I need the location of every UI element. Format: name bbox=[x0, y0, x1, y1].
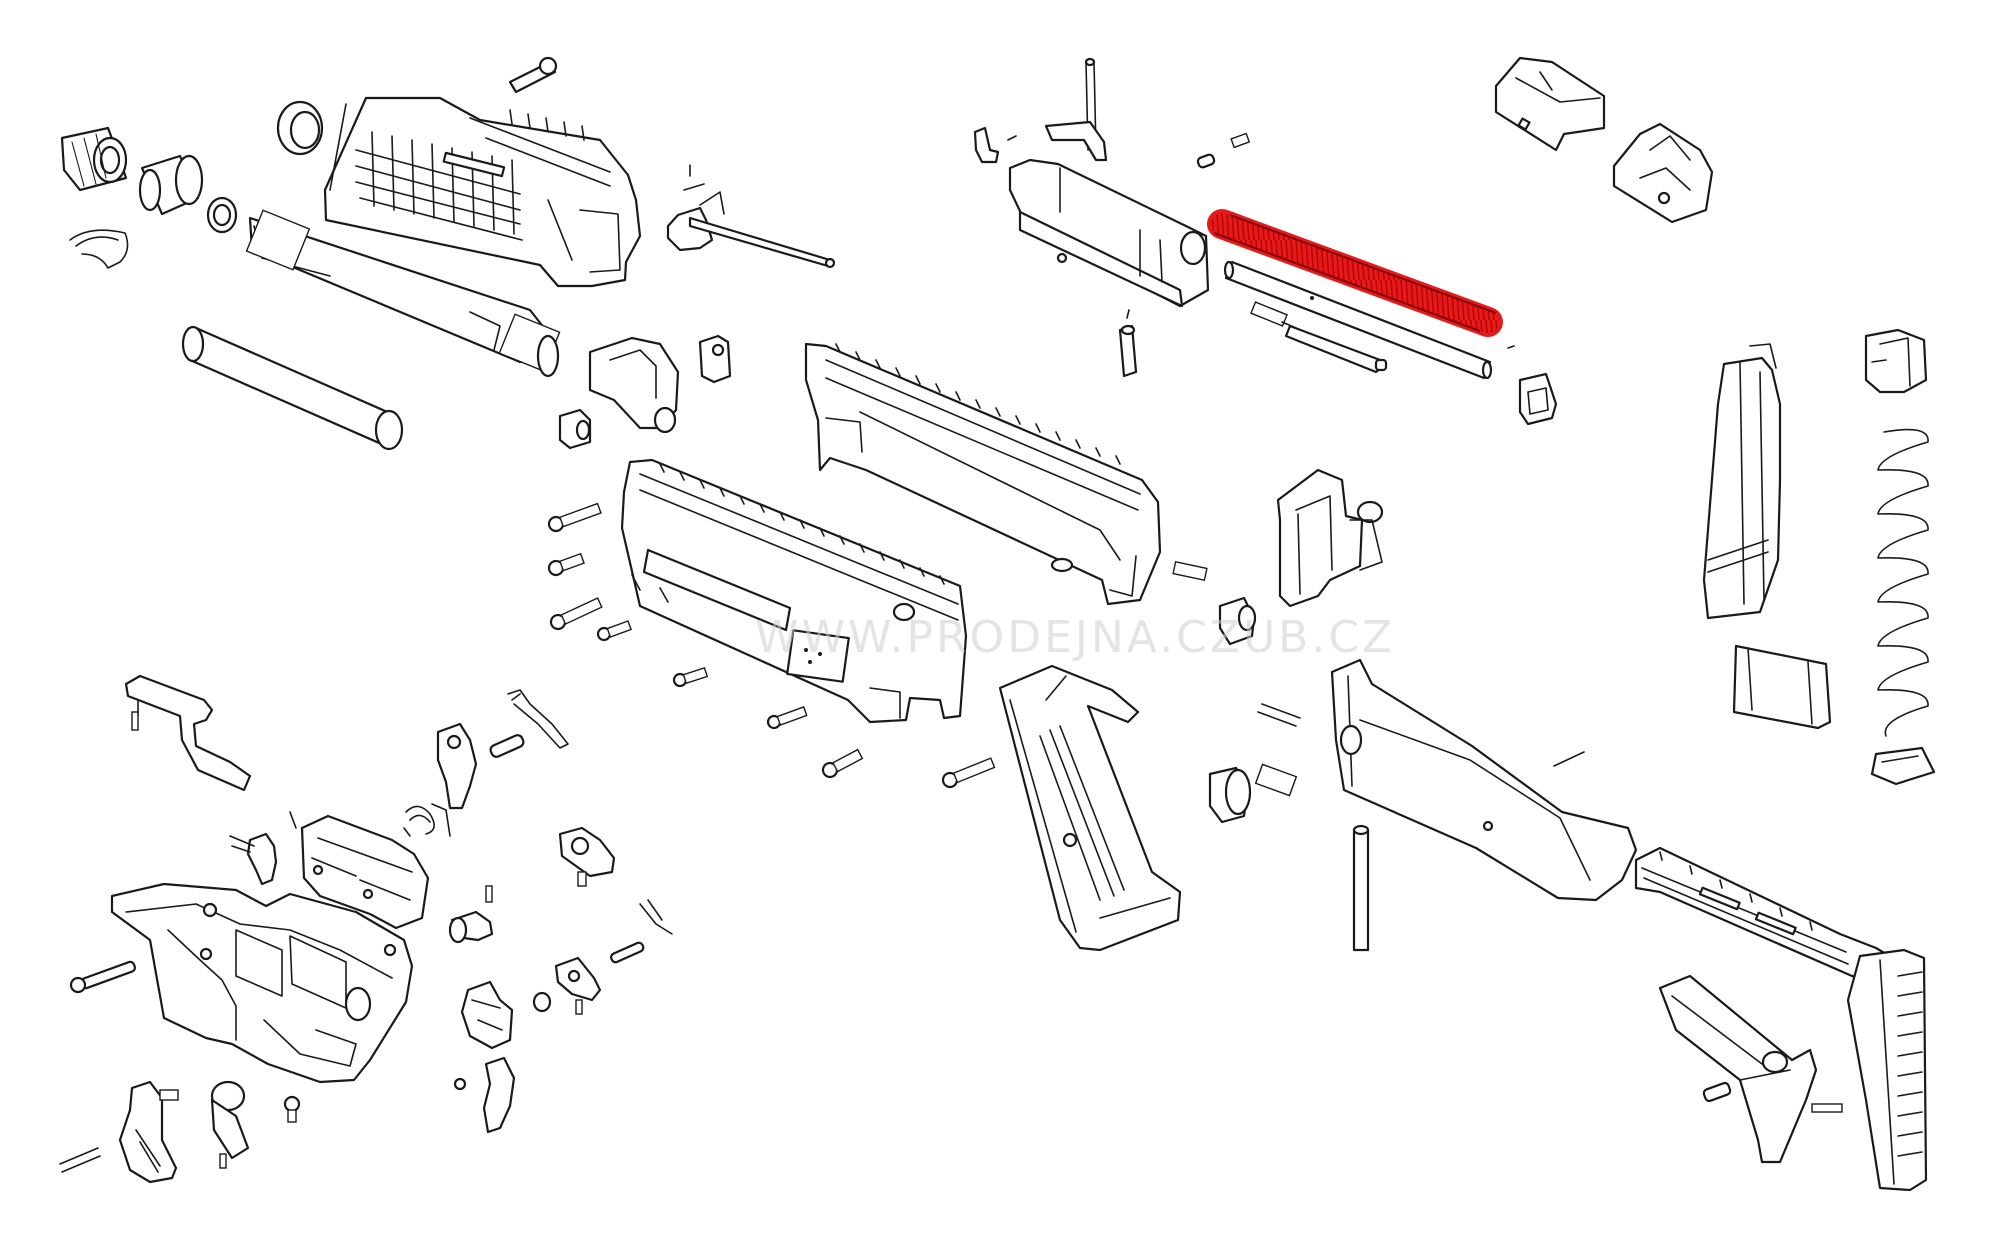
charging-handle-cap bbox=[558, 408, 592, 450]
watermark: WWW.PRODEJNA.CZUB.CZ bbox=[755, 612, 1396, 663]
butt-plate bbox=[1846, 948, 1928, 1192]
pin-stepper bbox=[610, 941, 645, 964]
trigger-pin bbox=[69, 960, 136, 994]
cocking-rod bbox=[666, 164, 836, 269]
hammer bbox=[436, 722, 478, 810]
trigger-bar-spring-wire bbox=[507, 689, 569, 749]
small-pin-a bbox=[289, 811, 297, 829]
bolt-catch bbox=[554, 956, 602, 1015]
stock-release-pin bbox=[1702, 1081, 1732, 1103]
ejector bbox=[246, 832, 278, 886]
bolt-stop-plunger bbox=[1218, 596, 1257, 646]
disconnector bbox=[210, 1080, 250, 1169]
ejector-part bbox=[973, 126, 1017, 164]
recoil-spring[interactable] bbox=[1207, 209, 1503, 337]
receiver-body bbox=[620, 458, 968, 724]
magazine-spring bbox=[1877, 428, 1929, 737]
handguard bbox=[323, 96, 642, 288]
sear-spring-pin bbox=[229, 835, 255, 853]
trigger-housing-insert bbox=[300, 814, 430, 930]
hammer-strut bbox=[448, 885, 494, 944]
front-sight bbox=[1612, 122, 1714, 224]
magazine-catch-housing bbox=[1276, 468, 1384, 608]
muzzle-nut bbox=[60, 126, 128, 192]
hammer-spring bbox=[403, 803, 451, 837]
rear-sight bbox=[1494, 56, 1606, 152]
magazine-follower bbox=[1864, 328, 1928, 394]
stock-hinge-pin bbox=[1257, 703, 1301, 727]
trigger-screw bbox=[283, 1095, 301, 1123]
stock-latch bbox=[1208, 766, 1252, 824]
auto-sear bbox=[482, 1056, 516, 1134]
bolt-small-pins bbox=[1196, 132, 1251, 169]
sear-spring bbox=[453, 1077, 467, 1091]
lower-trigger-housing bbox=[110, 882, 414, 1084]
front-collar bbox=[276, 100, 324, 156]
screw-set-left bbox=[547, 502, 996, 789]
stock-arm bbox=[1634, 846, 1898, 982]
pistol-grip bbox=[998, 664, 1182, 952]
stock-release-lever bbox=[1658, 974, 1818, 1164]
firing-spring-wire bbox=[639, 899, 673, 935]
stock-pivot-pin bbox=[1352, 824, 1370, 952]
stock-latch-spring bbox=[1254, 763, 1298, 797]
extractor bbox=[1044, 120, 1108, 162]
pin-lower-left bbox=[59, 1147, 101, 1173]
buffer-spring-small bbox=[1250, 301, 1297, 329]
sear bbox=[460, 980, 514, 1050]
stock-small-pin bbox=[1553, 751, 1585, 767]
bolt-stop-spring bbox=[1172, 560, 1208, 582]
recoil-buffer-cap bbox=[1507, 345, 1558, 426]
muzzle-adapter bbox=[138, 154, 204, 216]
barrel bbox=[245, 209, 561, 378]
buffer-rod bbox=[1284, 296, 1388, 374]
safety-lever bbox=[124, 674, 252, 792]
magazine-floorplate-body bbox=[1732, 644, 1832, 730]
barrel-sleeve bbox=[181, 325, 404, 451]
bolt-body bbox=[1008, 158, 1210, 308]
stock-release-spring bbox=[1811, 1103, 1843, 1113]
recoil-guide-rod bbox=[1223, 260, 1493, 380]
charging-handle-block bbox=[588, 336, 680, 434]
fire-selector-group bbox=[558, 826, 616, 887]
charging-handle-latch bbox=[698, 334, 732, 384]
thread-protector-ring bbox=[206, 196, 238, 234]
handguard-pin bbox=[508, 56, 558, 94]
stock-hinge-block bbox=[1330, 658, 1638, 902]
magazine bbox=[1702, 343, 1782, 620]
hammer-pin bbox=[489, 734, 525, 758]
upper-receiver-rail bbox=[804, 342, 1162, 606]
trigger bbox=[118, 1080, 179, 1184]
clip-ring bbox=[69, 229, 129, 269]
bushing bbox=[532, 991, 552, 1013]
bolt-pin bbox=[1118, 309, 1138, 378]
magazine-floorplate bbox=[1870, 746, 1936, 786]
